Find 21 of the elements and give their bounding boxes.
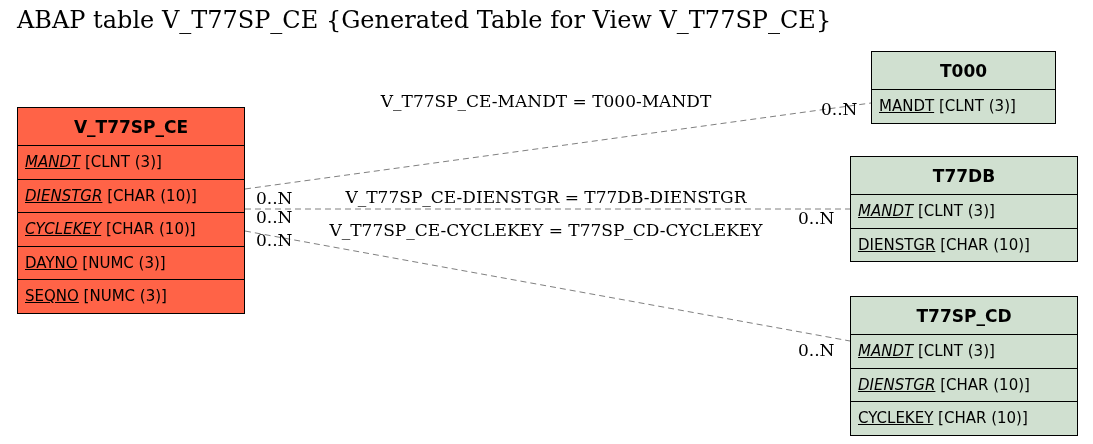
cardinality-label: 0..N (255, 189, 294, 207)
relation-line (244, 208, 851, 210)
cardinality-label: 0..N (820, 100, 859, 118)
cardinality-label: 0..N (797, 209, 836, 227)
cardinality-label: 0..N (797, 341, 836, 359)
table-name: T77DB (932, 166, 996, 186)
table-name: V_T77SP_CE (73, 117, 189, 137)
edge-label: V_T77SP_CE-CYCLEKEY = T77SP_CD-CYCLEKEY (328, 221, 764, 239)
diagram-title: ABAP table V_T77SP_CE {Generated Table for View V_T77SP_CE} (17, 6, 832, 34)
edge-label: V_T77SP_CE-MANDT = T000-MANDT (379, 92, 713, 110)
table-box (17, 107, 245, 314)
table-name: T000 (939, 61, 988, 81)
relation-line (244, 230, 851, 342)
relation-line (244, 102, 872, 190)
cardinality-label: 0..N (255, 231, 294, 249)
table-box (850, 156, 1078, 262)
cardinality-label: 0..N (255, 208, 294, 226)
table-box (871, 51, 1056, 124)
edge-label: V_T77SP_CE-DIENSTGR = T77DB-DIENSTGR (344, 188, 748, 206)
table-box (850, 296, 1078, 436)
table-name: T77SP_CD (916, 306, 1012, 326)
